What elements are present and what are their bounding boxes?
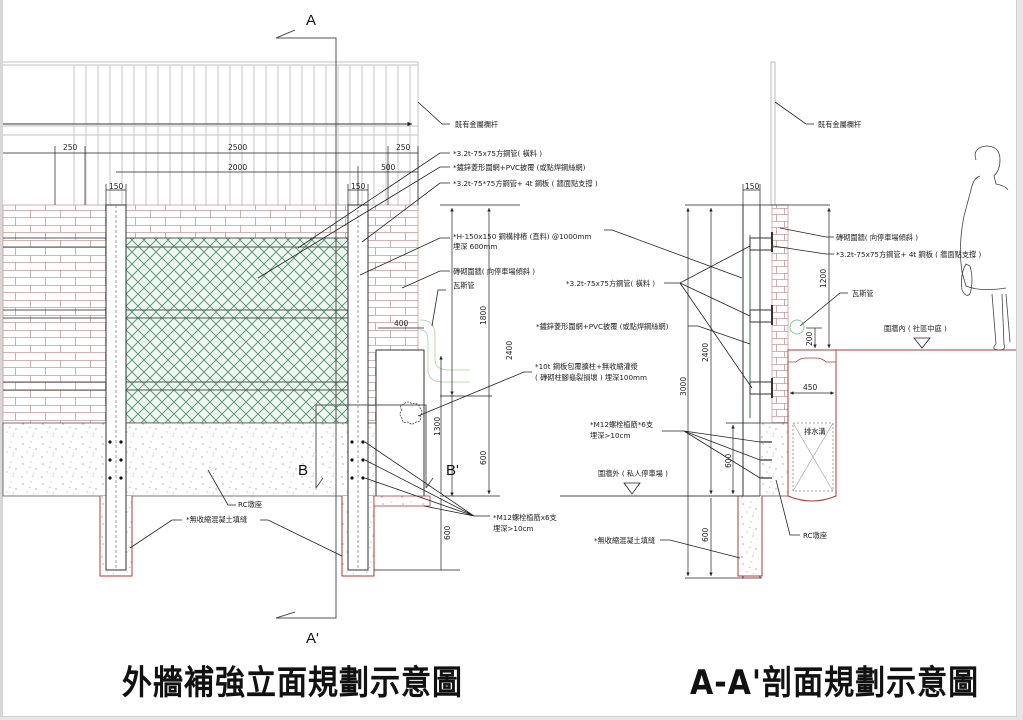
sec-dim-1200: 1200: [819, 269, 828, 288]
sec-label-rc-base: RC墩座: [803, 531, 827, 540]
mesh-panel: [113, 237, 360, 424]
elevation-leaders: [129, 101, 532, 557]
dim-250-left: 250: [63, 143, 78, 152]
elevation-dimensions: [3, 146, 520, 571]
sec-label-railing: 既有金屬欄杆: [818, 120, 861, 129]
label-mesh: *鍍鋅菱形圍網+PVC披覆 (或點焊鋼絲網): [453, 163, 586, 172]
dim-250-right: 250: [396, 143, 411, 152]
label-steel-wrap-1: *10t 鋼板包覆擴柱+無收縮灌漿: [535, 362, 638, 371]
sec-label-mesh: *鍍鋅菱形圍網+PVC披覆 (或點焊鋼絲網): [536, 322, 669, 331]
drain-channel: [787, 349, 837, 502]
section-leaders: [604, 101, 848, 559]
label-brick-wall: 磚砌圍牆( 向停車場傾斜 ): [453, 267, 535, 276]
sec-label-bolts-2: 埋深>10cm: [590, 431, 631, 440]
outside-level-marker: [623, 482, 641, 495]
sec-label-grout: *無收縮混凝土填縫: [594, 536, 655, 545]
section-mark-b-prime: B': [446, 462, 459, 479]
horizontal-tubes: [3, 237, 360, 391]
sec-label-brick-wall: 磚砌圍牆( 向停車場傾斜 ): [836, 233, 918, 242]
sec-label-gas-pipe: 瓦斯管: [852, 289, 874, 298]
dim-150-right: 150: [351, 182, 366, 191]
sec-dim-150: 150: [745, 182, 760, 191]
label-gas-pipe: 瓦斯管: [453, 281, 475, 290]
label-bolts-1: *M12螺栓植筋x6支: [493, 513, 557, 522]
person-figure: [960, 145, 1011, 351]
dim-600-lower: 600: [443, 525, 452, 540]
dim-150-left: 150: [109, 182, 124, 191]
sec-dim-200: 200: [805, 331, 814, 346]
section-title: A-A'剖面規劃示意圖: [690, 663, 980, 704]
section-dimensions: [685, 184, 834, 579]
pilaster-steel-wrap: [373, 349, 431, 507]
section-mark-a: A: [306, 12, 316, 29]
crack-cloud: [399, 401, 423, 425]
gas-pipe-section: [789, 319, 805, 335]
sec-label-drain: 排水溝: [804, 427, 826, 436]
section-mark-b: B: [298, 462, 308, 479]
sec-label-tube-plate: *3.2t-75x75方鋼管+ 4t 鋼板 ( 牆面點支撐 ): [836, 250, 981, 259]
sec-label-outside: 圍牆外 ( 私人停車場 ): [598, 469, 668, 478]
dim-600-upper: 600: [479, 450, 488, 465]
sheet-edge: [0, 0, 3, 716]
label-bolts-2: 埋深>10cm: [493, 524, 534, 533]
label-railing: 既有金屬欄杆: [455, 120, 498, 129]
section-mark-a-prime: A': [306, 630, 319, 647]
label-tube-plate: *3.2t-75*75方鋼管+ 4t 鋼板 ( 牆面點支撐 ): [453, 179, 598, 188]
elevation-drawing: 250 2500 250 2000 500 150 150 400 1800 2…: [2, 12, 647, 647]
sec-label-inside: 圍牆內 ( 社區中庭 ): [884, 324, 947, 333]
label-h-beam-2: 埋深 600mm: [453, 242, 497, 251]
bolt-dots: [108, 440, 365, 480]
dim-2500: 2500: [228, 143, 247, 152]
existing-railing: [3, 61, 419, 205]
label-rail-tube: *3.2t-75x75方鋼管( 橫料 ): [453, 149, 542, 158]
label-grout: *無收縮混凝土填縫: [186, 515, 247, 524]
sec-dim-450: 450: [803, 383, 818, 392]
inside-level-marker: [913, 337, 931, 349]
label-rc-base: RC墩座: [238, 500, 262, 509]
section-railing-post: [770, 61, 776, 206]
sec-dim-2400: 2400: [701, 343, 710, 362]
sec-label-rail-tube: *3.2t-75x75方鋼管( 橫料 ): [566, 279, 655, 288]
section-cut-line-b: [315, 404, 434, 489]
dim-2000: 2000: [228, 163, 247, 172]
sec-dim-600-upper: 600: [724, 453, 733, 468]
label-steel-wrap-2: ( 磚砌柱腳龜裂損壞 ) 埋深100mm: [535, 373, 647, 382]
dim-500: 500: [381, 163, 396, 172]
dim-1300: 1300: [433, 417, 442, 436]
section-grout: [737, 496, 763, 577]
sec-label-bolts-1: *M12螺栓植筋*6支: [590, 420, 653, 429]
dim-400: 400: [394, 319, 409, 328]
section-bolts: [760, 441, 772, 479]
sec-dim-600-lower: 600: [701, 527, 710, 542]
section-drawing: 150 1200 200 450 2400 3000 600 600 既有金屬欄…: [536, 61, 1016, 579]
section-cut-line-a: [275, 29, 337, 619]
dim-1800: 1800: [479, 306, 488, 325]
sec-dim-3000: 3000: [679, 377, 688, 396]
elevation-title: 外牆補強立面規劃示意圖: [122, 663, 463, 704]
dim-2400: 2400: [505, 341, 514, 360]
label-h-beam-1: *H-150x150 鋼構排樁 (直料) @1000mm: [453, 232, 591, 241]
gas-pipe-elevation: [419, 319, 470, 383]
